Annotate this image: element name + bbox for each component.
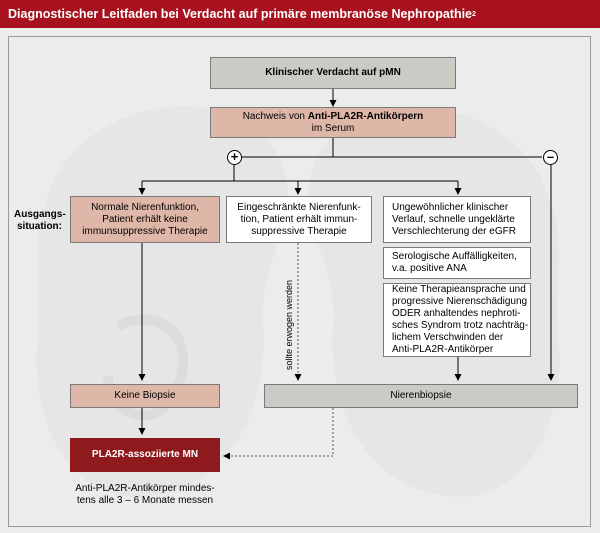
unusual-course-box: Ungewöhnlicher klinischer Verlauf, schne… bbox=[383, 196, 531, 243]
reduced-function-line-2: tion, Patient erhält immun- bbox=[240, 213, 358, 225]
dotted-arrow-biopsy-to-result bbox=[223, 408, 334, 460]
footnote-marker: 2 bbox=[472, 10, 476, 18]
unusual-course-line-1: Ungewöhnlicher klinischer bbox=[392, 201, 509, 213]
followup-note: Anti-PLA2R-Antikörper mindes- tens alle … bbox=[60, 483, 230, 507]
normal-function-line-1: Normale Nierenfunktion, bbox=[91, 201, 199, 213]
antibody-line-1: Nachweis von Anti-PLA2R-Antikörpern bbox=[243, 111, 424, 123]
situation-label-line-2: situation: bbox=[17, 221, 62, 232]
plus-icon: + bbox=[227, 150, 242, 165]
reduced-function-box: Eingeschränkte Nierenfunk- tion, Patient… bbox=[226, 196, 372, 243]
normal-function-line-2: Patient erhält keine bbox=[102, 213, 188, 225]
serology-line-1: Serologische Auffälligkeiten, bbox=[392, 251, 517, 262]
antibody-bold: Anti-PLA2R-Antikörpern bbox=[307, 110, 424, 122]
antibody-line-2: im Serum bbox=[311, 122, 355, 134]
followup-line-1: Anti-PLA2R-Antikörper mindes- bbox=[75, 483, 215, 494]
situation-label: Ausgangs- situation: bbox=[14, 209, 66, 233]
normal-function-box: Normale Nierenfunktion, Patient erhält k… bbox=[70, 196, 220, 243]
no-response-line-3: ODER anhaltendes nephroti- bbox=[392, 308, 521, 319]
biopsy-box: Nierenbiopsie bbox=[264, 384, 578, 408]
unusual-course-line-3: Verschlechterung der eGFR bbox=[392, 225, 516, 237]
antibody-box: Nachweis von Anti-PLA2R-Antikörpern im S… bbox=[210, 107, 456, 138]
normal-function-line-3: immunsuppressive Therapie bbox=[82, 225, 208, 237]
no-response-box: Keine Therapieansprache und progressive … bbox=[383, 283, 531, 357]
page-header: Diagnostischer Leitfaden bei Verdacht au… bbox=[0, 0, 600, 28]
serology-line-2: v.a. positive ANA bbox=[392, 263, 467, 274]
reduced-function-line-3: suppressive Therapie bbox=[251, 225, 347, 237]
no-response-line-4: sches Syndrom trotz nachträg- bbox=[392, 320, 529, 331]
situation-label-line-1: Ausgangs- bbox=[14, 209, 66, 220]
no-biopsy-box: Keine Biopsie bbox=[70, 384, 220, 408]
unusual-course-line-2: Verlauf, schnelle ungeklärte bbox=[392, 213, 515, 225]
reduced-function-line-1: Eingeschränkte Nierenfunk- bbox=[237, 201, 361, 213]
serology-box: Serologische Auffälligkeiten, v.a. posit… bbox=[383, 247, 531, 279]
plus-sign: + bbox=[230, 149, 239, 164]
no-biopsy-text: Keine Biopsie bbox=[114, 390, 176, 401]
minus-sign: – bbox=[546, 149, 555, 164]
should-consider-label: sollte erwogen werden bbox=[283, 280, 295, 370]
antibody-prefix: Nachweis von bbox=[242, 110, 308, 122]
followup-line-2: tens alle 3 – 6 Monate messen bbox=[76, 495, 214, 506]
suspicion-box: Klinischer Verdacht auf pMN bbox=[210, 57, 456, 89]
suspicion-text: Klinischer Verdacht auf pMN bbox=[265, 67, 401, 78]
result-text: PLA2R-assoziierte MN bbox=[91, 449, 199, 460]
no-response-line-6: Anti-PLA2R-Antikörper bbox=[392, 344, 494, 355]
no-response-line-1: Keine Therapieansprache und bbox=[392, 284, 526, 295]
diagram-frame bbox=[8, 36, 591, 527]
result-box: PLA2R-assoziierte MN bbox=[70, 438, 220, 472]
no-response-line-2: progressive Nierenschädigung bbox=[392, 296, 528, 307]
biopsy-text: Nierenbiopsie bbox=[390, 390, 452, 401]
minus-icon: – bbox=[543, 150, 558, 165]
page-title: Diagnostischer Leitfaden bei Verdacht au… bbox=[8, 7, 473, 21]
should-consider-text: sollte erwogen werden bbox=[284, 279, 294, 370]
no-response-line-5: lichem Verschwinden der bbox=[392, 332, 504, 343]
